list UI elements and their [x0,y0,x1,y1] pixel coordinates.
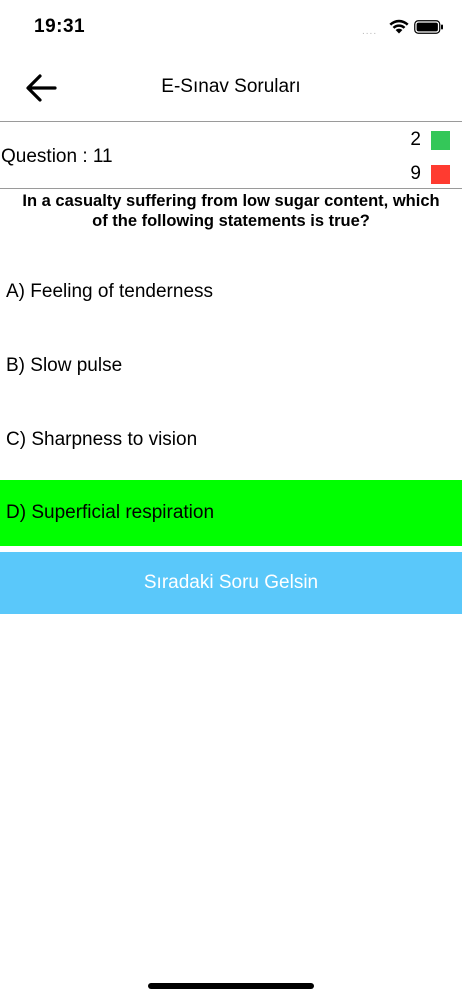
correct-square-icon [431,130,450,150]
question-text: In a casualty suffering from low sugar c… [22,192,440,230]
battery-icon [414,20,443,34]
option-a[interactable]: A) Feeling of tenderness [0,259,462,325]
status-time: 19:31 [34,16,86,37]
back-button[interactable] [22,70,60,106]
home-indicator [148,983,314,989]
option-c-label: C) Sharpness to vision [6,429,198,450]
correct-count-row: 2 [410,129,450,151]
status-bar: 19:31 .... [0,0,462,56]
next-question-button[interactable]: Sıradaki Soru Gelsin [0,552,462,614]
option-d-label: D) Superficial respiration [6,502,215,523]
wrong-count-row: 9 [410,163,450,185]
arrow-left-icon [26,74,57,102]
option-b[interactable]: B) Slow pulse [0,333,462,399]
nav-bar: E-Sınav Soruları [0,56,462,120]
wrong-square-icon [431,164,450,184]
option-c[interactable]: C) Sharpness to vision [0,407,462,473]
signal-icon: .... [362,26,378,37]
wrong-count: 9 [410,163,421,184]
option-b-label: B) Slow pulse [6,355,123,376]
option-d[interactable]: D) Superficial respiration [0,480,462,546]
correct-count: 2 [410,129,421,150]
page-title: E-Sınav Soruları [161,76,301,97]
wifi-icon [389,19,409,34]
divider-top [0,121,462,122]
divider-question [0,188,462,189]
question-number: Question : 11 [1,146,113,167]
option-a-label: A) Feeling of tenderness [6,281,214,302]
